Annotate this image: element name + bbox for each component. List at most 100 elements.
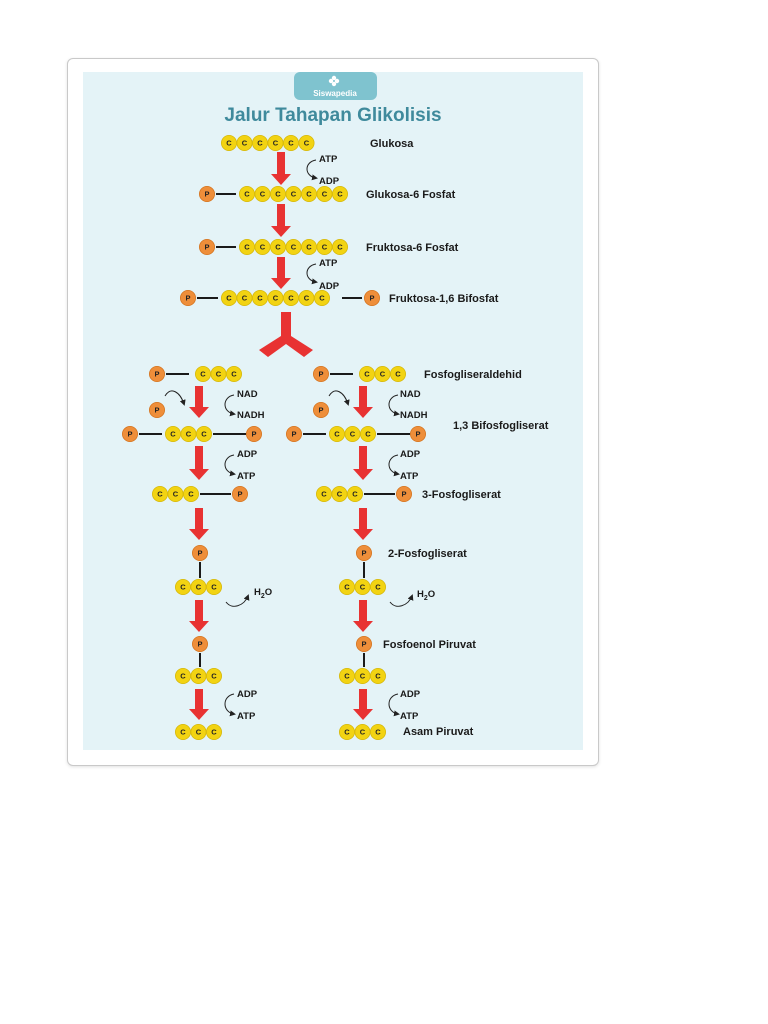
cofactor-atp-left: ATP: [237, 471, 256, 482]
svg-text:C: C: [344, 583, 350, 592]
glukosa-carbon-1: C: [220, 134, 237, 151]
svg-text:C: C: [211, 728, 217, 737]
svg-text:C: C: [231, 370, 237, 379]
svg-text:C: C: [180, 583, 186, 592]
branch-left-bpg-phosphate-left: P: [122, 425, 139, 442]
svg-text:P: P: [204, 190, 209, 199]
label-3-fosfogliserat: 3-Fosfogliserat: [422, 489, 501, 501]
branch-left-pyruvate-carbon-3: C: [205, 724, 222, 741]
glukosa-carbon-2: C: [236, 134, 253, 151]
g6p-carbon-5: C: [300, 185, 317, 202]
branch-left-pg2-carbon-3: C: [205, 579, 222, 596]
g6p-carbon-7: C: [331, 185, 348, 202]
svg-text:C: C: [288, 139, 294, 148]
branch-right-curl-pi: [328, 390, 350, 406]
label-2-fosfogliserat: 2-Fosfogliserat: [388, 548, 467, 560]
svg-text:C: C: [275, 243, 281, 252]
cofactor-atp-1: ATP: [319, 154, 338, 165]
svg-text:C: C: [275, 190, 281, 199]
svg-text:P: P: [197, 549, 202, 558]
svg-text:C: C: [306, 243, 312, 252]
f6p-phosphate: P: [198, 238, 215, 255]
arrows-layer: [164, 152, 414, 720]
branch-left-pg3-carbon-1: C: [151, 485, 168, 502]
svg-text:C: C: [288, 294, 294, 303]
svg-text:C: C: [352, 490, 358, 499]
branch-right-bpg-carbon-3: C: [359, 425, 376, 442]
branch-left-arrow-a: [189, 386, 209, 418]
svg-text:C: C: [173, 490, 179, 499]
svg-text:C: C: [157, 490, 163, 499]
label-glukosa-6-fosfat: Glukosa-6 Fosfat: [366, 189, 456, 201]
branch-left-pgal-carbon-3: C: [225, 365, 242, 382]
svg-text:C: C: [304, 139, 310, 148]
cofactor-atp-right-2: ATP: [400, 711, 419, 722]
branch-right-curl-adp-atp: [388, 454, 400, 477]
svg-text:C: C: [375, 583, 381, 592]
branch-right-pg2-carbon-1: C: [338, 579, 355, 596]
svg-text:C: C: [260, 190, 266, 199]
curl-atp-adp-1: [306, 159, 318, 181]
cofactor-adp-left: ADP: [237, 449, 258, 460]
svg-text:C: C: [344, 728, 350, 737]
svg-text:C: C: [306, 190, 312, 199]
svg-text:P: P: [204, 243, 209, 252]
svg-text:C: C: [226, 294, 232, 303]
branch-left-arrow-c: [189, 508, 209, 540]
label-fruktosa-16-bifosfat: Fruktosa-1,6 Bifosfat: [389, 293, 499, 305]
svg-text:P: P: [291, 430, 296, 439]
f16bp-carbon-7: C: [313, 289, 330, 306]
svg-text:C: C: [244, 243, 250, 252]
branch-right-pep-carbon-2: C: [354, 668, 371, 685]
f16bp-carbon-6: C: [298, 289, 315, 306]
cofactor-h2o-right: H2O: [417, 589, 435, 602]
svg-text:C: C: [319, 294, 325, 303]
brand-logo-icon: [328, 75, 340, 87]
svg-text:P: P: [415, 430, 420, 439]
diagram-panel: [83, 72, 583, 750]
branch-left-curl-h2o: [225, 594, 250, 607]
svg-text:C: C: [180, 672, 186, 681]
svg-text:P: P: [251, 430, 256, 439]
svg-text:P: P: [318, 370, 323, 379]
svg-text:C: C: [200, 370, 206, 379]
branch-right-pg2-carbon-3: C: [369, 579, 386, 596]
svg-text:C: C: [360, 728, 366, 737]
svg-text:C: C: [273, 294, 279, 303]
svg-text:P: P: [127, 430, 132, 439]
branch-right-pgal-carbon-2: C: [374, 365, 391, 382]
glukosa-carbon-3: C: [251, 134, 268, 151]
f6p-carbon-1: C: [238, 238, 255, 255]
g6p-phosphate: P: [198, 185, 215, 202]
svg-text:C: C: [291, 190, 297, 199]
branch-right-pgal-phosphate: P: [312, 365, 329, 382]
svg-text:C: C: [364, 370, 370, 379]
branch-left-curl-pi: [164, 390, 186, 406]
branch-right-curl-h2o: [389, 594, 414, 607]
svg-text:C: C: [257, 294, 263, 303]
cofactor-atp-right: ATP: [400, 471, 419, 482]
cofactor-nad-left: NAD: [237, 389, 258, 400]
branch-left-curl-nad: [224, 394, 236, 417]
branch-right-curl-nad: [388, 394, 400, 417]
branch-left-pg2-carbon-1: C: [174, 579, 191, 596]
branch-left-arrow-b: [189, 446, 209, 480]
f6p-carbon-3: C: [269, 238, 286, 255]
svg-text:C: C: [360, 672, 366, 681]
branch-right-pgal-carbon-3: C: [389, 365, 406, 382]
branch-right-pi-phosphate: P: [312, 401, 329, 418]
svg-text:C: C: [242, 294, 248, 303]
branch-right-pgal-carbon-1: C: [358, 365, 375, 382]
svg-text:C: C: [180, 728, 186, 737]
branch-right-bpg-phosphate-right: P: [409, 425, 426, 442]
branch-right-arrow-e: [353, 689, 373, 720]
brand-tab: Siswapedia: [294, 72, 377, 100]
svg-text:P: P: [361, 549, 366, 558]
f6p-carbon-7: C: [331, 238, 348, 255]
svg-text:C: C: [273, 139, 279, 148]
glukosa-carbon-6: C: [298, 134, 315, 151]
branch-right-pg3-carbon-1: C: [315, 485, 332, 502]
cofactor-adp-right: ADP: [400, 449, 421, 460]
label-fruktosa-6-fosfat: Fruktosa-6 Fosfat: [366, 242, 459, 254]
branch-left-bpg-carbon-1: C: [164, 425, 181, 442]
